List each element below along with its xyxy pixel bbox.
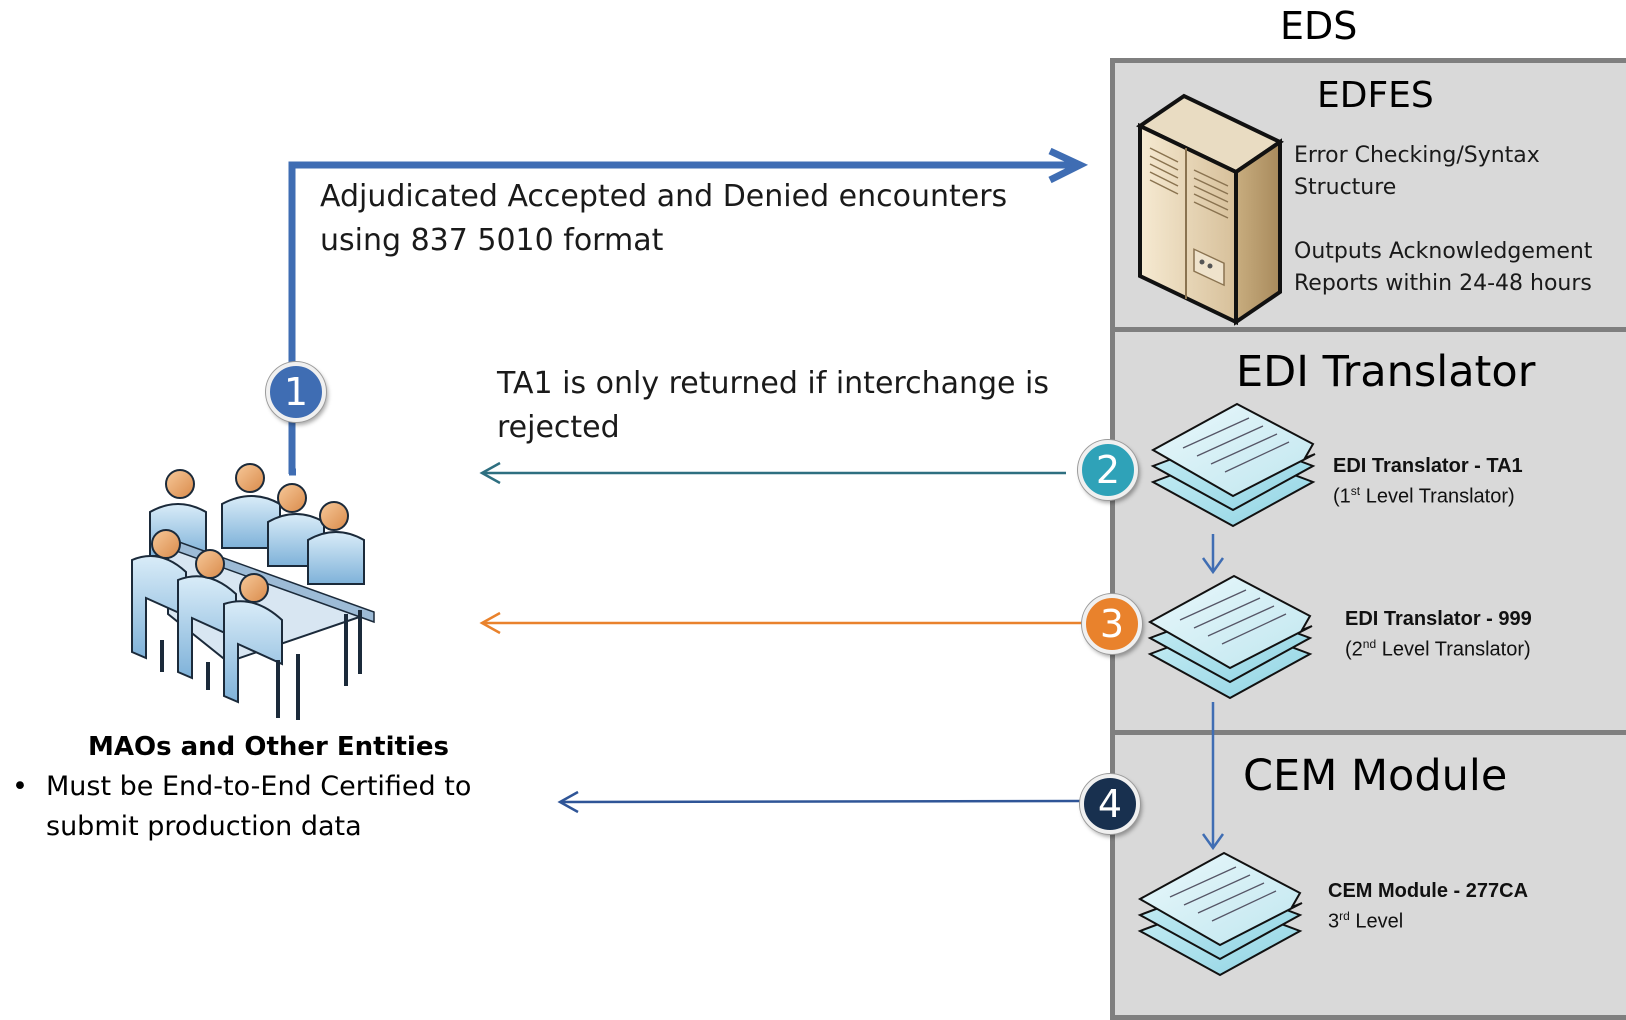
277ca-doc-level: 3rd Level <box>1328 909 1404 933</box>
eds-title: EDS <box>1280 4 1358 48</box>
ta1-doc-level: (1st Level Translator) <box>1333 484 1515 508</box>
bullet-icon: • <box>12 771 28 802</box>
ta1-doc-label: EDI Translator - TA1 (1st Level Translat… <box>1333 453 1523 509</box>
diagram-graphics <box>131 93 1316 977</box>
ta1-return-arrow <box>479 461 1066 485</box>
submission-line: Adjudicated Accepted and Denied encounte… <box>320 179 1008 214</box>
mao-requirement: • Must be End-to-End Certified to submit… <box>12 767 492 847</box>
internal-flow-arrow-1 <box>1201 534 1225 575</box>
document-stack-icon-277ca <box>1137 851 1303 977</box>
submission-description: Adjudicated Accepted and Denied encounte… <box>320 175 1040 263</box>
ta1-line: TA1 is only returned if interchange is <box>497 366 1049 401</box>
ta1-description: TA1 is only returned if interchange is r… <box>497 362 1057 450</box>
edfes-title: EDFES <box>1317 75 1434 116</box>
edfes-note-outputs: Outputs Acknowledgement Reports within 2… <box>1294 236 1592 300</box>
ta1-doc-name: EDI Translator - TA1 <box>1333 455 1523 477</box>
277ca-return-arrow <box>557 790 1081 814</box>
step-4-badge: 4 <box>1080 774 1140 834</box>
submission-line: using 837 5010 format <box>320 223 664 258</box>
document-stack-icon-ta1 <box>1150 402 1316 528</box>
ta1-line: rejected <box>497 410 620 445</box>
277ca-doc-name: CEM Module - 277CA <box>1328 880 1529 902</box>
999-doc-label: EDI Translator - 999 (2nd Level Translat… <box>1345 606 1532 662</box>
999-return-arrow <box>479 611 1082 635</box>
999-doc-level: (2nd Level Translator) <box>1345 637 1531 661</box>
step-1-badge: 1 <box>266 362 326 422</box>
step-3-badge: 3 <box>1082 594 1142 654</box>
server-icon <box>1136 93 1284 326</box>
mao-requirement-text: Must be End-to-End Certified to submit p… <box>46 771 472 842</box>
edi-translator-title: EDI Translator <box>1236 347 1536 397</box>
meeting-group-icon <box>131 463 375 720</box>
step-2-badge: 2 <box>1078 440 1138 500</box>
999-doc-name: EDI Translator - 999 <box>1345 608 1532 630</box>
document-stack-icon-999 <box>1147 574 1313 700</box>
edfes-note-line: Structure <box>1294 175 1397 200</box>
cem-module-title: CEM Module <box>1243 751 1508 801</box>
277ca-doc-label: CEM Module - 277CA 3rd Level <box>1328 878 1528 934</box>
edfes-note-line: Error Checking/Syntax <box>1294 143 1540 168</box>
edfes-note-line: Reports within 24-48 hours <box>1294 271 1592 296</box>
internal-flow-arrow-2 <box>1201 702 1225 851</box>
edfes-note-line: Outputs Acknowledgement <box>1294 239 1593 264</box>
edfes-note-error-checking: Error Checking/Syntax Structure <box>1294 140 1540 204</box>
mao-title: MAOs and Other Entities <box>88 732 449 762</box>
